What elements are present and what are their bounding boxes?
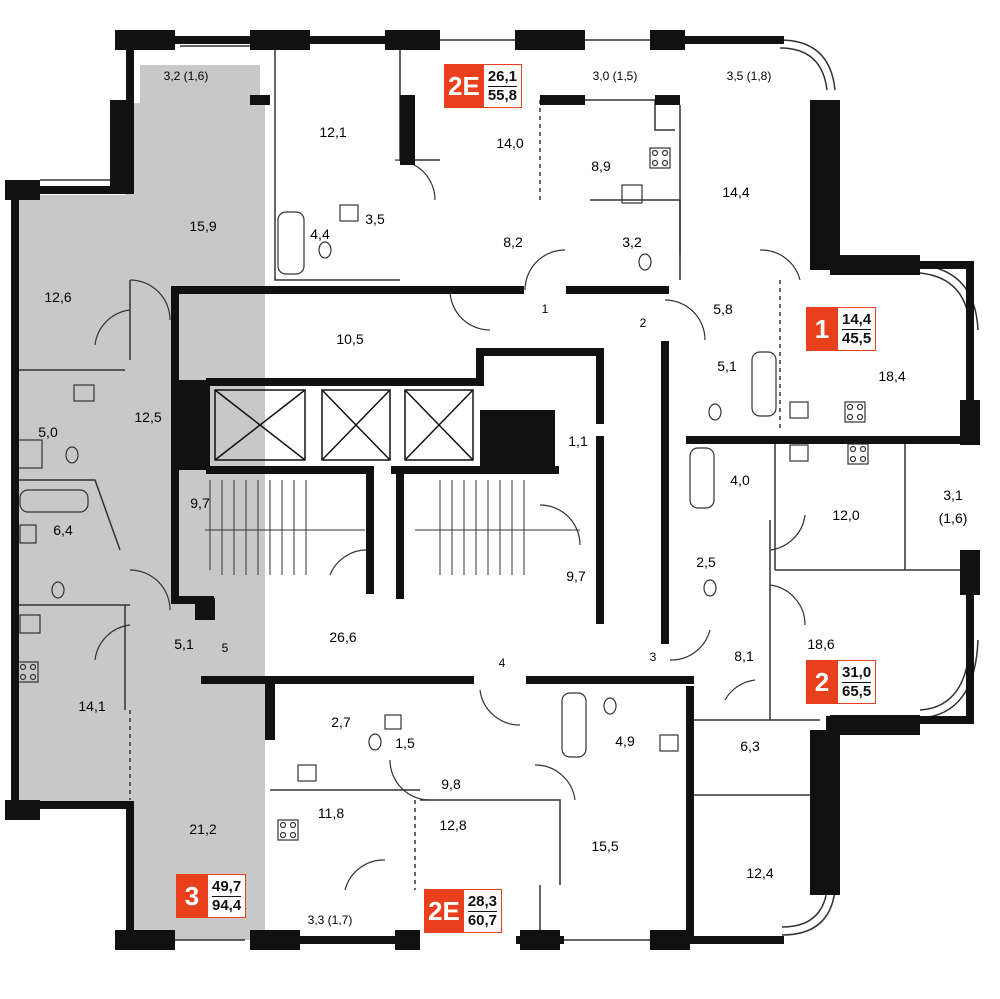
apartment-areas: 14,4 45,5 bbox=[838, 307, 877, 351]
total-area: 60,7 bbox=[467, 911, 498, 929]
apartment-areas: 31,0 65,5 bbox=[838, 660, 877, 704]
apartment-badge-3[interactable]: 3 49,7 94,4 bbox=[176, 874, 247, 918]
living-area: 26,1 bbox=[487, 67, 518, 85]
living-area: 28,3 bbox=[467, 892, 498, 910]
apartment-badge-2[interactable]: 2 31,0 65,5 bbox=[806, 660, 877, 704]
room-label: 8,2 bbox=[503, 234, 523, 250]
room-label: 14,1 bbox=[78, 698, 106, 714]
room-label: 12,8 bbox=[439, 817, 467, 833]
room-label: 4,4 bbox=[310, 226, 330, 242]
room-label: 9,7 bbox=[566, 568, 586, 584]
apartment-badge-2e-bottom[interactable]: 2E 28,3 60,7 bbox=[424, 889, 503, 933]
total-area: 65,5 bbox=[842, 682, 872, 700]
room-label: 12,6 bbox=[44, 289, 72, 305]
room-label: 5,1 bbox=[174, 636, 194, 652]
room-label: 5,8 bbox=[713, 301, 733, 317]
apartment-areas: 28,3 60,7 bbox=[463, 889, 503, 933]
room-label: 4,0 bbox=[730, 472, 750, 488]
staircases bbox=[205, 480, 580, 575]
room-label: 9,8 bbox=[441, 776, 461, 792]
room-label: 3,2 bbox=[622, 234, 642, 250]
living-area: 14,4 bbox=[842, 310, 872, 328]
room-label: 9,7 bbox=[190, 495, 210, 511]
room-label: (1,6) bbox=[938, 510, 968, 526]
total-area: 55,8 bbox=[487, 86, 518, 104]
room-label: 12,0 bbox=[832, 507, 860, 523]
wall-blocks bbox=[5, 30, 980, 950]
room-label: 18,4 bbox=[878, 368, 906, 384]
living-area: 31,0 bbox=[842, 663, 872, 681]
room-label: 4,9 bbox=[615, 733, 635, 749]
apartment-areas: 49,7 94,4 bbox=[208, 874, 247, 918]
room-label: 3,5 bbox=[365, 211, 385, 227]
room-label: 8,9 bbox=[591, 158, 611, 174]
area-separator bbox=[842, 681, 872, 683]
room-label: 3,3 (1,7) bbox=[307, 913, 353, 927]
room-label: 12,5 bbox=[134, 409, 162, 425]
room-label: 12,4 bbox=[746, 865, 774, 881]
room-label: 2,5 bbox=[696, 554, 716, 570]
apartment-code: 1 bbox=[806, 307, 838, 351]
room-label: 21,2 bbox=[189, 821, 217, 837]
room-label: 15,9 bbox=[189, 218, 217, 234]
apartment-code: 3 bbox=[176, 874, 208, 918]
room-label: 14,0 bbox=[496, 135, 524, 151]
area-separator bbox=[467, 910, 498, 912]
room-label: 2,7 bbox=[331, 714, 351, 730]
room-label: 3,0 (1,5) bbox=[592, 69, 638, 83]
room-label: 10,5 bbox=[336, 331, 364, 347]
room-label: 6,4 bbox=[53, 522, 73, 538]
room-label: 14,4 bbox=[722, 184, 750, 200]
elevator-shafts bbox=[214, 389, 474, 461]
room-label: 3,1 bbox=[943, 487, 963, 503]
total-area: 94,4 bbox=[212, 896, 242, 914]
room-label: 6,3 bbox=[740, 738, 760, 754]
area-separator bbox=[487, 85, 518, 87]
room-label: 18,6 bbox=[807, 636, 835, 652]
apartment-badge-2e-top[interactable]: 2E 26,1 55,8 bbox=[444, 64, 523, 108]
area-separator bbox=[842, 328, 872, 330]
apartment-code: 2E bbox=[444, 64, 484, 108]
doors bbox=[94, 159, 806, 891]
total-area: 45,5 bbox=[842, 329, 872, 347]
room-label: 11,8 bbox=[317, 805, 345, 821]
room-label: 8,1 bbox=[734, 648, 754, 664]
room-label: 3 bbox=[649, 650, 657, 664]
room-label: 1 bbox=[541, 302, 549, 316]
apartment-code: 2E bbox=[424, 889, 464, 933]
apartment-badge-1[interactable]: 1 14,4 45,5 bbox=[806, 307, 877, 351]
room-label: 1,5 bbox=[395, 735, 415, 751]
room-label: 15,5 bbox=[591, 838, 619, 854]
room-label: 5 bbox=[221, 641, 229, 655]
room-label: 4 bbox=[498, 656, 506, 670]
room-label: 3,5 (1,8) bbox=[726, 69, 772, 83]
room-label: 2 bbox=[639, 316, 647, 330]
room-label: 26,6 bbox=[329, 629, 357, 645]
room-label: 1,1 bbox=[568, 433, 588, 449]
living-area: 49,7 bbox=[212, 877, 242, 895]
room-label: 12,1 bbox=[319, 124, 347, 140]
apartment-areas: 26,1 55,8 bbox=[483, 64, 523, 108]
room-label: 5,1 bbox=[717, 358, 737, 374]
room-label: 3,2 (1,6) bbox=[163, 69, 209, 83]
room-label: 5,0 bbox=[38, 424, 58, 440]
area-separator bbox=[212, 895, 242, 897]
apartment-code: 2 bbox=[806, 660, 838, 704]
